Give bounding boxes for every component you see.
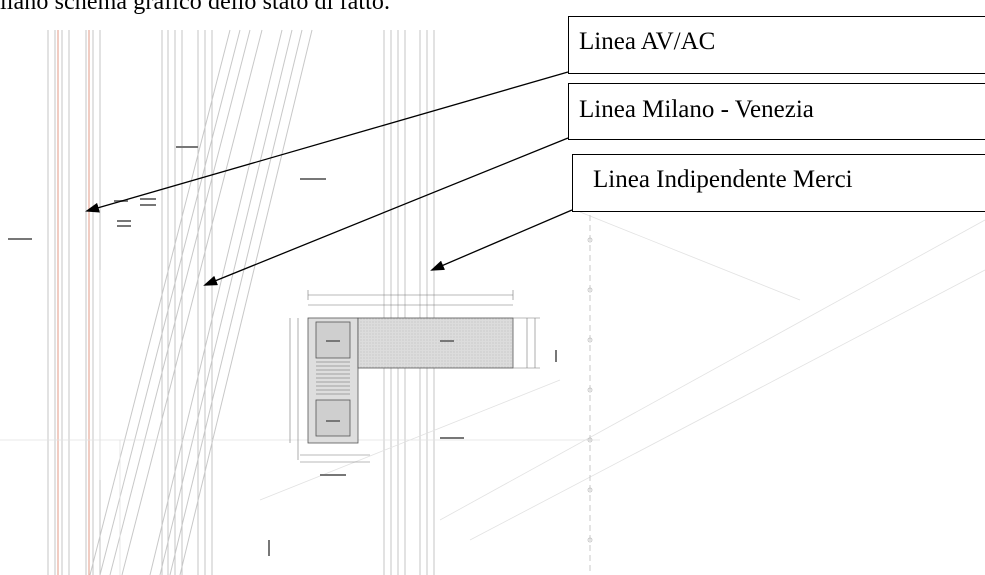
callout-label: Linea Milano - Venezia — [579, 96, 814, 123]
callout-linea-milano-venezia: Linea Milano - Venezia — [568, 83, 985, 140]
rail-tracks-group-2 — [161, 30, 213, 575]
callout-label: Linea AV/AC — [579, 28, 716, 55]
callout-linea-indipendente-merci: Linea Indipendente Merci — [572, 154, 985, 212]
station-structure — [307, 317, 514, 444]
construction-lines — [0, 211, 985, 575]
arrow-linea-av-ac — [85, 71, 569, 213]
rail-tracks-diagonal — [89, 29, 313, 575]
arrow-linea-indipendente-merci — [430, 209, 573, 271]
rail-tracks-red — [57, 30, 90, 575]
rail-tracks-merci — [383, 30, 435, 575]
stairs — [316, 361, 350, 395]
rail-tracks-av-ac — [47, 30, 101, 575]
dimension-lines — [289, 290, 540, 463]
callout-linea-av-ac: Linea AV/AC — [568, 16, 985, 74]
boundary-markers — [587, 237, 593, 543]
document-caption: liano schema grafico dello stato di fatt… — [0, 0, 391, 15]
arrow-linea-milano-venezia — [203, 137, 569, 286]
callout-arrows — [85, 71, 573, 286]
callout-label: Linea Indipendente Merci — [593, 166, 853, 193]
